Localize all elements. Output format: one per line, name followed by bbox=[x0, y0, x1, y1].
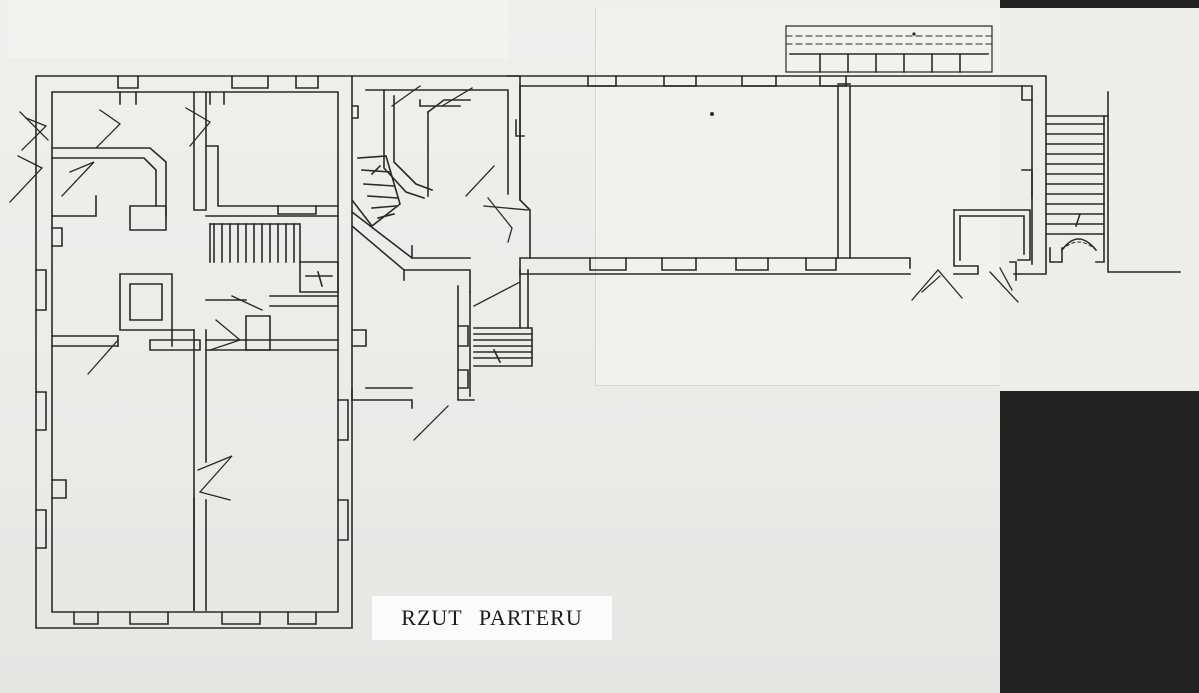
windows-left-top bbox=[117, 75, 319, 105]
exterior-staircase-right bbox=[1045, 91, 1181, 273]
entrance-steps-middle bbox=[473, 269, 533, 367]
paper-sheet-right bbox=[995, 8, 1199, 391]
outer-walls-right-wing bbox=[507, 75, 1047, 275]
windows-left-bottom bbox=[73, 611, 317, 625]
paper-strip-top bbox=[8, 0, 508, 58]
door-swings-left bbox=[9, 107, 263, 501]
ink-dot bbox=[710, 112, 714, 116]
interior-walls-left-wing bbox=[51, 91, 339, 611]
windows-right-wing bbox=[587, 75, 1033, 271]
windows-left-side bbox=[35, 269, 349, 549]
small-room-right bbox=[953, 209, 1031, 281]
outer-walls-left-wing bbox=[35, 75, 353, 629]
porch-top bbox=[785, 25, 993, 73]
plan-title-label: RZUT PARTERU bbox=[372, 596, 612, 640]
plan-title: RZUT PARTERU bbox=[401, 605, 583, 630]
door-swings-middle bbox=[391, 85, 529, 441]
door-swings-right bbox=[911, 267, 1019, 303]
middle-block bbox=[350, 75, 525, 409]
